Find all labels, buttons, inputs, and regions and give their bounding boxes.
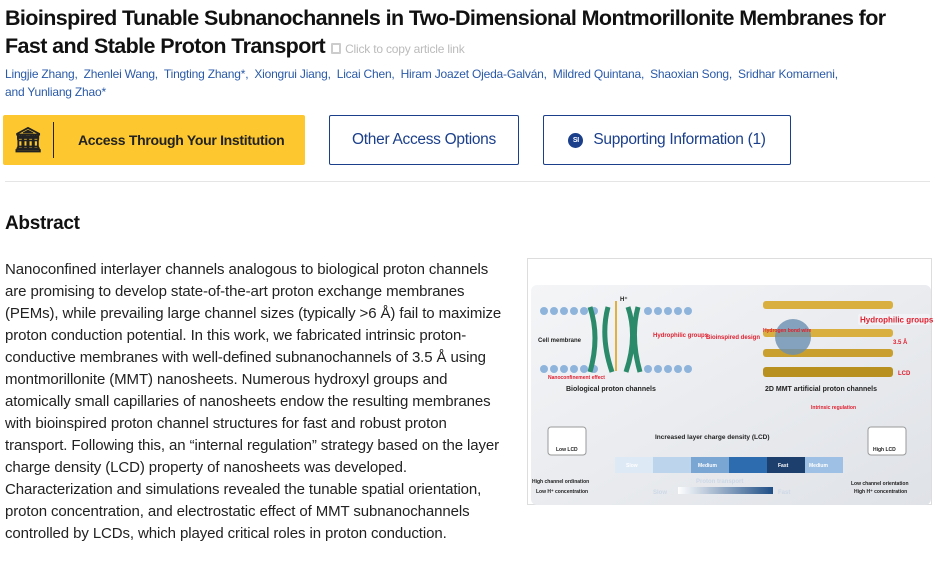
mmt-layers-illustration xyxy=(763,301,893,377)
button-label: Other Access Options xyxy=(352,131,496,148)
button-label: Supporting Information (1) xyxy=(593,131,766,148)
figure-label: Biological proton channels xyxy=(566,386,656,393)
author-link[interactable]: Xiongrui Jiang, xyxy=(254,67,331,81)
author-link[interactable]: and Yunliang Zhao* xyxy=(5,85,106,99)
figure-label: High H⁺ concentration xyxy=(854,489,907,495)
supporting-info-button[interactable]: SI Supporting Information (1) xyxy=(543,115,791,165)
figure-label: Fast xyxy=(778,463,789,469)
figure-label: Medium xyxy=(698,463,717,469)
toc-graphic[interactable]: H⁺ Cell membrane Hydrophilic groups Nano… xyxy=(527,258,934,505)
figure-label: High LCD xyxy=(873,447,896,453)
abstract-text: Nanoconfined interlayer channels analogo… xyxy=(5,261,502,542)
author-list: Lingjie Zhang, Zhenlei Wang, Tingting Zhan… xyxy=(5,65,925,101)
figure-label: Nanoconfinement effect xyxy=(548,375,605,381)
figure-label: Fast xyxy=(778,490,790,496)
author-link[interactable]: Lingjie Zhang, xyxy=(5,67,78,81)
access-institution-button[interactable]: 🏛 Access Through Your Institution xyxy=(3,115,305,165)
author-link[interactable]: Licai Chen, xyxy=(336,67,395,81)
figure-label: Low H⁺ concentration xyxy=(536,489,588,495)
author-link[interactable]: Hiram Joazet Ojeda-Galván, xyxy=(400,67,547,81)
author-link[interactable]: Tingting Zhang*, xyxy=(163,67,249,81)
author-link[interactable]: Shaoxian Song, xyxy=(650,67,733,81)
figure-label: Hydrophilic groups xyxy=(653,333,709,339)
figure-label: Intrinsic regulation xyxy=(811,405,856,411)
other-access-button[interactable]: Other Access Options xyxy=(329,115,519,165)
abstract-heading: Abstract xyxy=(5,213,80,234)
figure-label: Hydrogen bond wire xyxy=(763,328,812,334)
figure-label: Hydrophilic groups xyxy=(860,316,933,325)
figure-label: Low LCD xyxy=(556,447,578,453)
button-label: Access Through Your Institution xyxy=(78,132,285,148)
figure-label: Increased layer charge density (LCD) xyxy=(655,434,770,441)
institution-icon: 🏛 xyxy=(12,126,44,154)
figure-label: Bioinspired design xyxy=(706,335,760,341)
figure-label: 3.5 Å xyxy=(893,339,908,346)
si-icon: SI xyxy=(568,132,584,148)
copy-link[interactable]: Click to copy article link xyxy=(331,42,465,56)
figure-label: Cell membrane xyxy=(538,338,582,344)
figure-label: Medium xyxy=(809,463,828,469)
author-link[interactable]: Sridhar Komarneni, xyxy=(738,67,838,81)
cell-membrane-illustration xyxy=(540,301,692,373)
article-title: Bioinspired Tunable Subnanochannels in T… xyxy=(5,6,886,58)
figure-label: LCD xyxy=(898,371,911,377)
figure-label: Slow xyxy=(653,490,667,496)
figure-label: Proton transport xyxy=(696,479,743,485)
figure-label: High channel ordination xyxy=(532,479,589,485)
figure-label: H⁺ xyxy=(620,296,628,303)
author-link[interactable]: Zhenlei Wang, xyxy=(83,67,159,81)
author-link[interactable]: Mildred Quintana, xyxy=(552,67,645,81)
figure-label: 2D MMT artificial proton channels xyxy=(765,386,877,393)
figure-label: Slow xyxy=(626,463,638,469)
divider xyxy=(5,181,930,182)
copy-icon xyxy=(331,43,342,54)
figure-label: Low channel orientation xyxy=(851,481,909,487)
